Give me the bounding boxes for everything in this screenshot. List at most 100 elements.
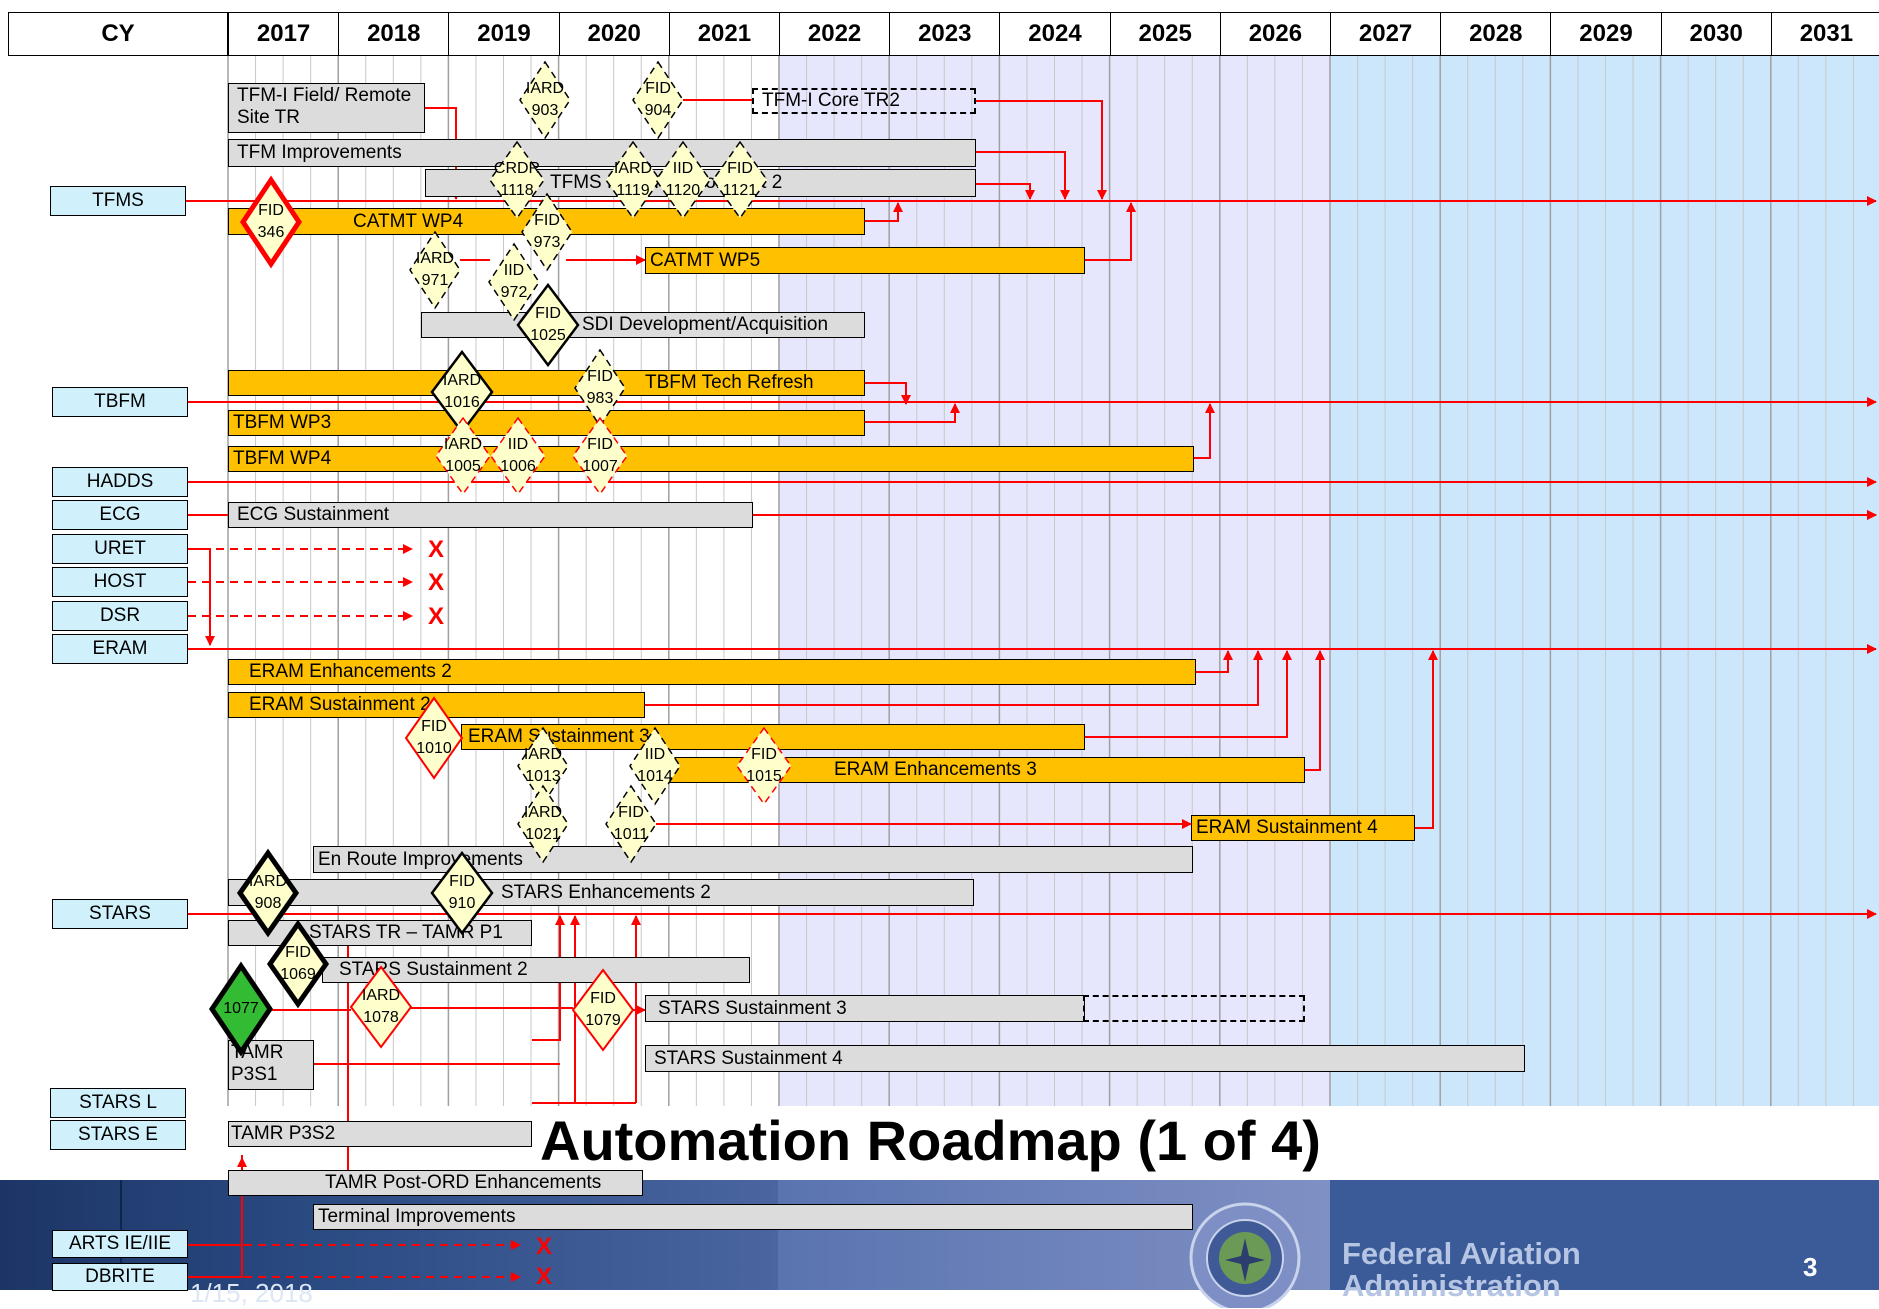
decision-label-line: 904 bbox=[645, 100, 672, 122]
bar-tamr-post-ord[interactable]: TAMR Post-ORD Enhancements bbox=[228, 1170, 643, 1196]
decision-label-line: FID bbox=[590, 988, 616, 1010]
bar-tbfm-tech-refresh[interactable]: TBFM Tech Refresh bbox=[228, 370, 865, 396]
system-ecg[interactable]: ECG bbox=[52, 500, 188, 530]
decision-label-line: IARD bbox=[416, 248, 454, 270]
system-stars-l[interactable]: STARS L bbox=[50, 1088, 186, 1118]
decision-label: FID1011 bbox=[606, 786, 656, 862]
agency-line-2: Administration bbox=[1342, 1270, 1581, 1302]
system-dsr[interactable]: DSR bbox=[52, 601, 188, 631]
year-header-2017: 2017 bbox=[228, 12, 339, 56]
decision-label-line: 1015 bbox=[746, 766, 782, 788]
system-tbfm[interactable]: TBFM bbox=[52, 387, 188, 417]
decision-label-line: 1016 bbox=[444, 392, 480, 414]
bar-eram-sustainment-4[interactable]: ERAM Sustainment 4 bbox=[1191, 815, 1415, 841]
system-hadds[interactable]: HADDS bbox=[52, 467, 188, 497]
decision-label-line: IID bbox=[673, 158, 693, 180]
page-number: 3 bbox=[1803, 1252, 1817, 1283]
decision-label-line: 1119 bbox=[616, 180, 649, 202]
decision-label-line: FID bbox=[421, 716, 447, 738]
year-header-2030: 2030 bbox=[1661, 12, 1772, 56]
decision-label: 1077 bbox=[212, 966, 270, 1052]
system-stars[interactable]: STARS bbox=[52, 899, 188, 929]
bar-stars-sustainment-4[interactable]: STARS Sustainment 4 bbox=[645, 1045, 1525, 1072]
bar-tbfm-wp4[interactable]: TBFM WP4 bbox=[228, 446, 1194, 472]
system-uret[interactable]: URET bbox=[52, 534, 188, 564]
decision-label-line: 1011 bbox=[614, 824, 648, 846]
decision-label: FID910 bbox=[432, 853, 492, 933]
decision-label: IARD1119 bbox=[606, 142, 660, 218]
bar-ecg-sustainment[interactable]: ECG Sustainment bbox=[228, 502, 753, 528]
decision-label-line: 1021 bbox=[525, 824, 561, 846]
bar-stars-enhancements-2[interactable]: STARS Enhancements 2 bbox=[228, 879, 974, 906]
decision-label-line: 1025 bbox=[530, 325, 566, 347]
bar-tfm-improvements[interactable]: TFM Improvements bbox=[228, 139, 976, 167]
decision-label-line: FID bbox=[727, 158, 753, 180]
faa-agency-name: Federal Aviation Administration bbox=[1342, 1238, 1581, 1302]
decision-label-line: 1005 bbox=[445, 456, 481, 478]
system-eram[interactable]: ERAM bbox=[52, 634, 188, 664]
bar-terminal-improvements[interactable]: Terminal Improvements bbox=[313, 1204, 1193, 1230]
decision-label-line: IARD bbox=[362, 985, 400, 1007]
eol-marker-host: X bbox=[428, 569, 444, 597]
eol-marker-dbrite: X bbox=[536, 1263, 552, 1291]
bar-catmt-wp5[interactable]: CATMT WP5 bbox=[645, 247, 1085, 274]
bar-eram-enhancements-2[interactable]: ERAM Enhancements 2 bbox=[228, 659, 1196, 685]
system-stars-e[interactable]: STARS E bbox=[50, 1120, 186, 1150]
decision-label-line: 1010 bbox=[416, 738, 452, 760]
system-dbrite[interactable]: DBRITE bbox=[52, 1263, 188, 1291]
decision-label-line: 1014 bbox=[637, 766, 673, 788]
bar-stars-sustainment-3-ext bbox=[1083, 995, 1305, 1022]
year-header-2028: 2028 bbox=[1440, 12, 1551, 56]
bar-tamr-p3s2[interactable]: TAMR P3S2 bbox=[228, 1121, 532, 1147]
bar-tbfm-wp3[interactable]: TBFM WP3 bbox=[228, 410, 865, 436]
system-arts[interactable]: ARTS IE/IIE bbox=[52, 1230, 188, 1258]
bar-stars-sustainment-3[interactable]: STARS Sustainment 3 bbox=[645, 995, 1085, 1022]
bar-sdi[interactable]: SDI Development/Acquisition bbox=[421, 312, 865, 338]
year-header-2029: 2029 bbox=[1550, 12, 1661, 56]
bar-tfm-core[interactable]: TFM-I Core TR2 bbox=[752, 88, 976, 114]
decision-label: FID1121 bbox=[713, 142, 767, 218]
year-header-2022: 2022 bbox=[779, 12, 890, 56]
year-header-2018: 2018 bbox=[338, 12, 449, 56]
decision-label-line: FID bbox=[751, 744, 777, 766]
system-host[interactable]: HOST bbox=[52, 567, 188, 597]
decision-1077[interactable]: 1077 bbox=[212, 966, 270, 1052]
year-header-2021: 2021 bbox=[669, 12, 780, 56]
decision-label-line: 1078 bbox=[363, 1007, 399, 1029]
decision-label-line: 1069 bbox=[280, 964, 316, 986]
eol-marker-uret: X bbox=[428, 536, 444, 564]
decision-label-line: IID bbox=[645, 744, 665, 766]
decision-label-line: 1079 bbox=[585, 1010, 621, 1032]
bar-tfm-field[interactable]: TFM-I Field/ Remote Site TR bbox=[228, 83, 425, 133]
decision-label-line: 903 bbox=[532, 100, 559, 122]
decision-label-line: 1077 bbox=[223, 998, 259, 1020]
decision-label-line: 1121 bbox=[723, 180, 757, 202]
decision-label-line: CRDR bbox=[494, 158, 540, 180]
decision-label-line: 910 bbox=[449, 893, 476, 915]
system-tfms[interactable]: TFMS bbox=[50, 186, 186, 216]
